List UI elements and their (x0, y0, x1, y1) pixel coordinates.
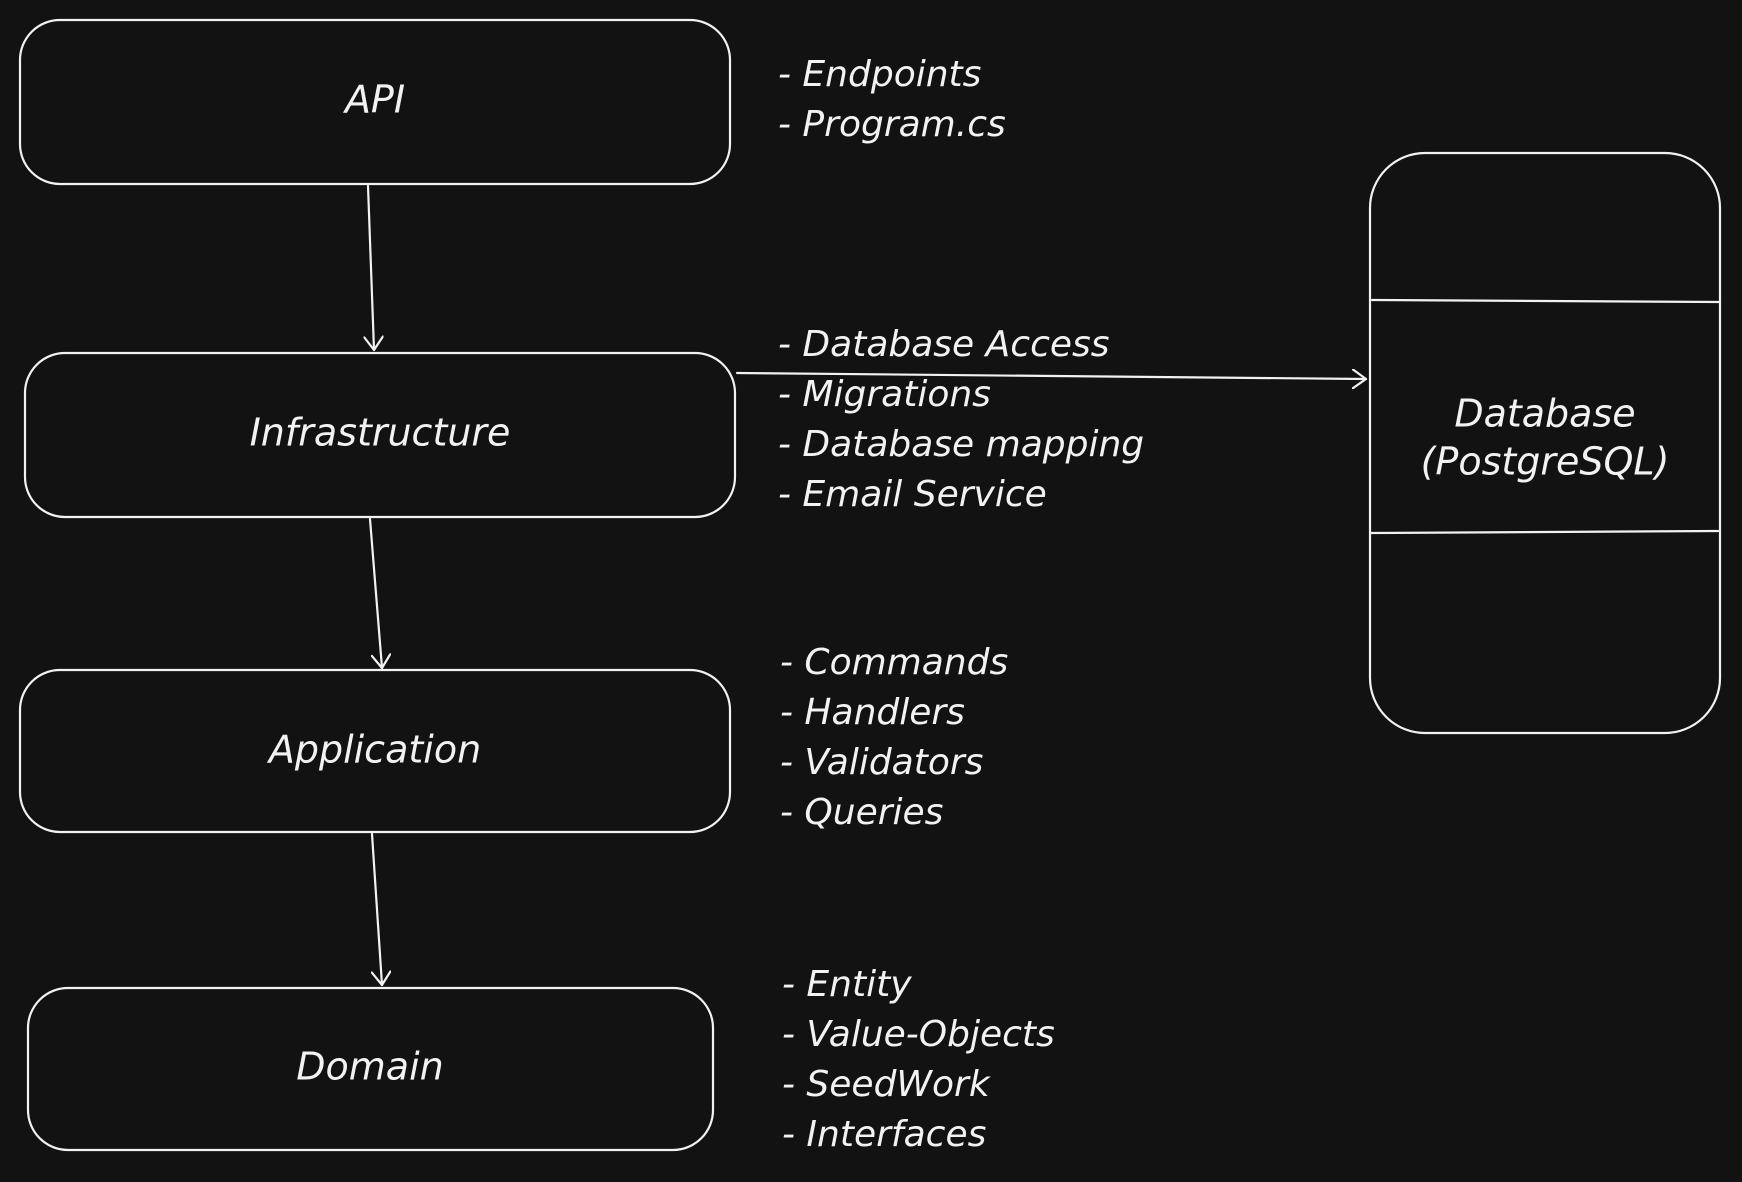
application-note-item: - Commands (780, 642, 1008, 683)
infrastructure-note-item: - Email Service (778, 474, 1047, 515)
domain-note-item: - SeedWork (782, 1064, 992, 1105)
infrastructure-note-item: - Database Access (778, 324, 1110, 365)
application-notes: - Commands - Handlers - Validators - Que… (780, 642, 1008, 833)
domain-notes: - Entity - Value-Objects - SeedWork - In… (782, 964, 1055, 1155)
database-label-line2: (PostgreSQL) (1421, 440, 1670, 484)
api-note-item: - Endpoints (778, 54, 981, 95)
arrow-infrastructure-to-application (368, 517, 382, 670)
infrastructure-note-item: - Database mapping (778, 424, 1144, 465)
application-note-item: - Validators (780, 742, 983, 783)
infrastructure-notes: - Database Access - Migrations - Databas… (778, 324, 1144, 515)
api-layer-box[interactable]: API (18, 18, 732, 186)
api-layer-label: API (342, 78, 405, 122)
arrow-api-to-infrastructure (368, 184, 374, 352)
application-layer-label: Application (266, 728, 481, 772)
application-note-item: - Handlers (780, 692, 965, 733)
infrastructure-note-item: - Migrations (778, 374, 991, 415)
application-note-item: - Queries (780, 792, 943, 833)
domain-layer-box[interactable]: Domain (26, 986, 715, 1152)
database-label-line1: Database (1454, 392, 1635, 436)
domain-note-item: - Value-Objects (782, 1014, 1055, 1055)
database-top-divider (1370, 298, 1722, 304)
domain-note-item: - Entity (782, 964, 912, 1005)
api-notes: - Endpoints - Program.cs (778, 54, 1006, 145)
arrow-application-to-domain (370, 832, 382, 987)
infrastructure-layer-box[interactable]: Infrastructure (23, 351, 737, 519)
application-layer-box[interactable]: Application (18, 668, 732, 834)
database-box[interactable]: Database (PostgreSQL) (1368, 151, 1722, 735)
api-note-item: - Program.cs (778, 104, 1006, 145)
database-bottom-divider (1368, 529, 1720, 535)
domain-note-item: - Interfaces (782, 1114, 986, 1155)
arrow-infrastructure-to-database (735, 373, 1368, 379)
infrastructure-layer-label: Infrastructure (250, 411, 511, 455)
domain-layer-label: Domain (296, 1045, 443, 1089)
